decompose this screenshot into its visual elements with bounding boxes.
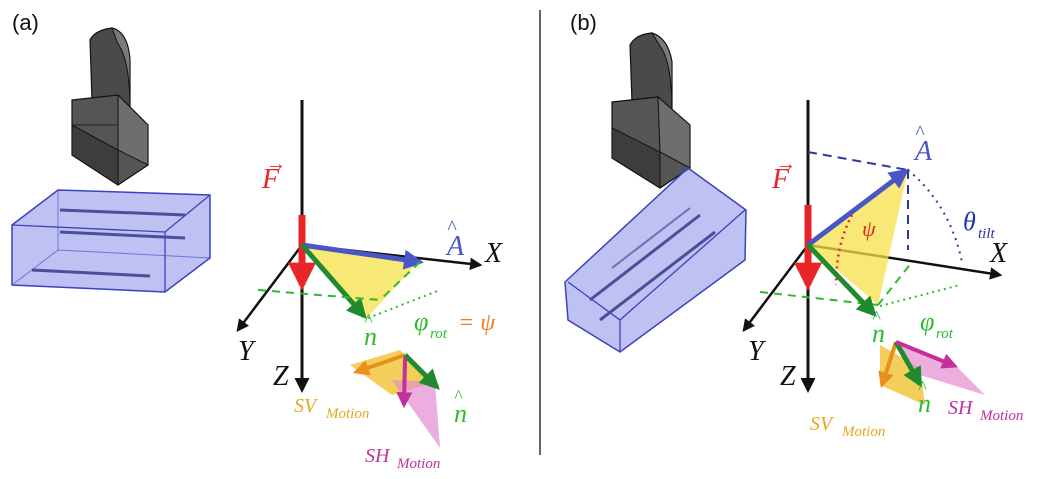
n-hat-icon-2: ^ bbox=[454, 386, 463, 406]
n-vector-b bbox=[806, 243, 877, 317]
sample-slab bbox=[11, 189, 211, 293]
a-label: A bbox=[445, 231, 465, 262]
z-label: Z bbox=[273, 361, 289, 392]
sh-label-b: SH bbox=[948, 397, 974, 419]
svg-text:rot: rot bbox=[936, 326, 954, 342]
y-axis-b bbox=[742, 244, 809, 332]
sample-slab-tilted bbox=[564, 167, 747, 353]
a-vector-b bbox=[806, 168, 910, 247]
sv-label-b: SV bbox=[810, 413, 835, 435]
svg-text:tilt: tilt bbox=[978, 226, 996, 242]
panel-b: (b) bbox=[564, 10, 1023, 440]
magnet-icon-b bbox=[611, 32, 691, 189]
sh-label: SH bbox=[365, 445, 391, 467]
x-label: X bbox=[484, 238, 503, 269]
a-label-b: A bbox=[913, 136, 933, 167]
magnet-icon bbox=[71, 27, 149, 186]
svg-text:φ: φ bbox=[414, 307, 428, 336]
theta-tilt-label: θ tilt bbox=[963, 207, 996, 242]
n-hat-icon-2-b: ^ bbox=[918, 377, 927, 397]
z-label-b: Z bbox=[780, 361, 796, 392]
phi-rot-label-b: φ rot bbox=[920, 307, 954, 342]
n-hat-icon-b: ^ bbox=[872, 307, 881, 327]
sv-sub: Motion bbox=[325, 406, 369, 422]
panel-b-label: (b) bbox=[570, 10, 597, 35]
svg-text:θ: θ bbox=[963, 207, 976, 236]
sh-sub: Motion bbox=[396, 456, 440, 472]
force-label: F bbox=[261, 164, 280, 195]
projection-triangle-b bbox=[808, 170, 908, 305]
force-arrow-icon-b: → bbox=[776, 153, 796, 175]
sh-sub-b: Motion bbox=[979, 408, 1023, 424]
sv-sub-b: Motion bbox=[841, 424, 885, 440]
a-hat-icon: ^ bbox=[447, 217, 457, 239]
motion-inset-a: SV Motion n ^ SH Motion bbox=[294, 350, 467, 472]
n-label-2-b: n bbox=[918, 389, 931, 418]
svg-text:φ: φ bbox=[920, 307, 934, 336]
projection-dash bbox=[257, 289, 381, 301]
panel-a-label: (a) bbox=[12, 10, 39, 35]
a-hat-icon-b: ^ bbox=[915, 122, 925, 144]
svg-text:= ψ: = ψ bbox=[458, 310, 496, 336]
sv-label: SV bbox=[294, 395, 319, 417]
force-arrow-icon: → bbox=[266, 153, 286, 175]
force-label-b: F bbox=[771, 164, 790, 195]
motion-inset-b: SV Motion n ^ SH Motion bbox=[810, 340, 1023, 440]
a-vector bbox=[301, 242, 424, 270]
n-label-2: n bbox=[454, 399, 467, 428]
phi-rot-label: φ rot = ψ bbox=[414, 307, 496, 342]
x-label-b: X bbox=[989, 238, 1008, 269]
n-label-b: n bbox=[872, 319, 885, 348]
n-hat-icon: ^ bbox=[364, 310, 373, 330]
y-label-b: Y bbox=[748, 336, 767, 367]
projection-triangle bbox=[302, 245, 418, 318]
panel-a: (a) bbox=[11, 10, 503, 472]
n-label: n bbox=[364, 322, 377, 351]
psi-label-b: ψ bbox=[862, 216, 876, 241]
y-axis bbox=[236, 244, 303, 332]
y-label: Y bbox=[238, 336, 257, 367]
n-vector bbox=[300, 243, 367, 320]
svg-text:rot: rot bbox=[430, 326, 448, 342]
